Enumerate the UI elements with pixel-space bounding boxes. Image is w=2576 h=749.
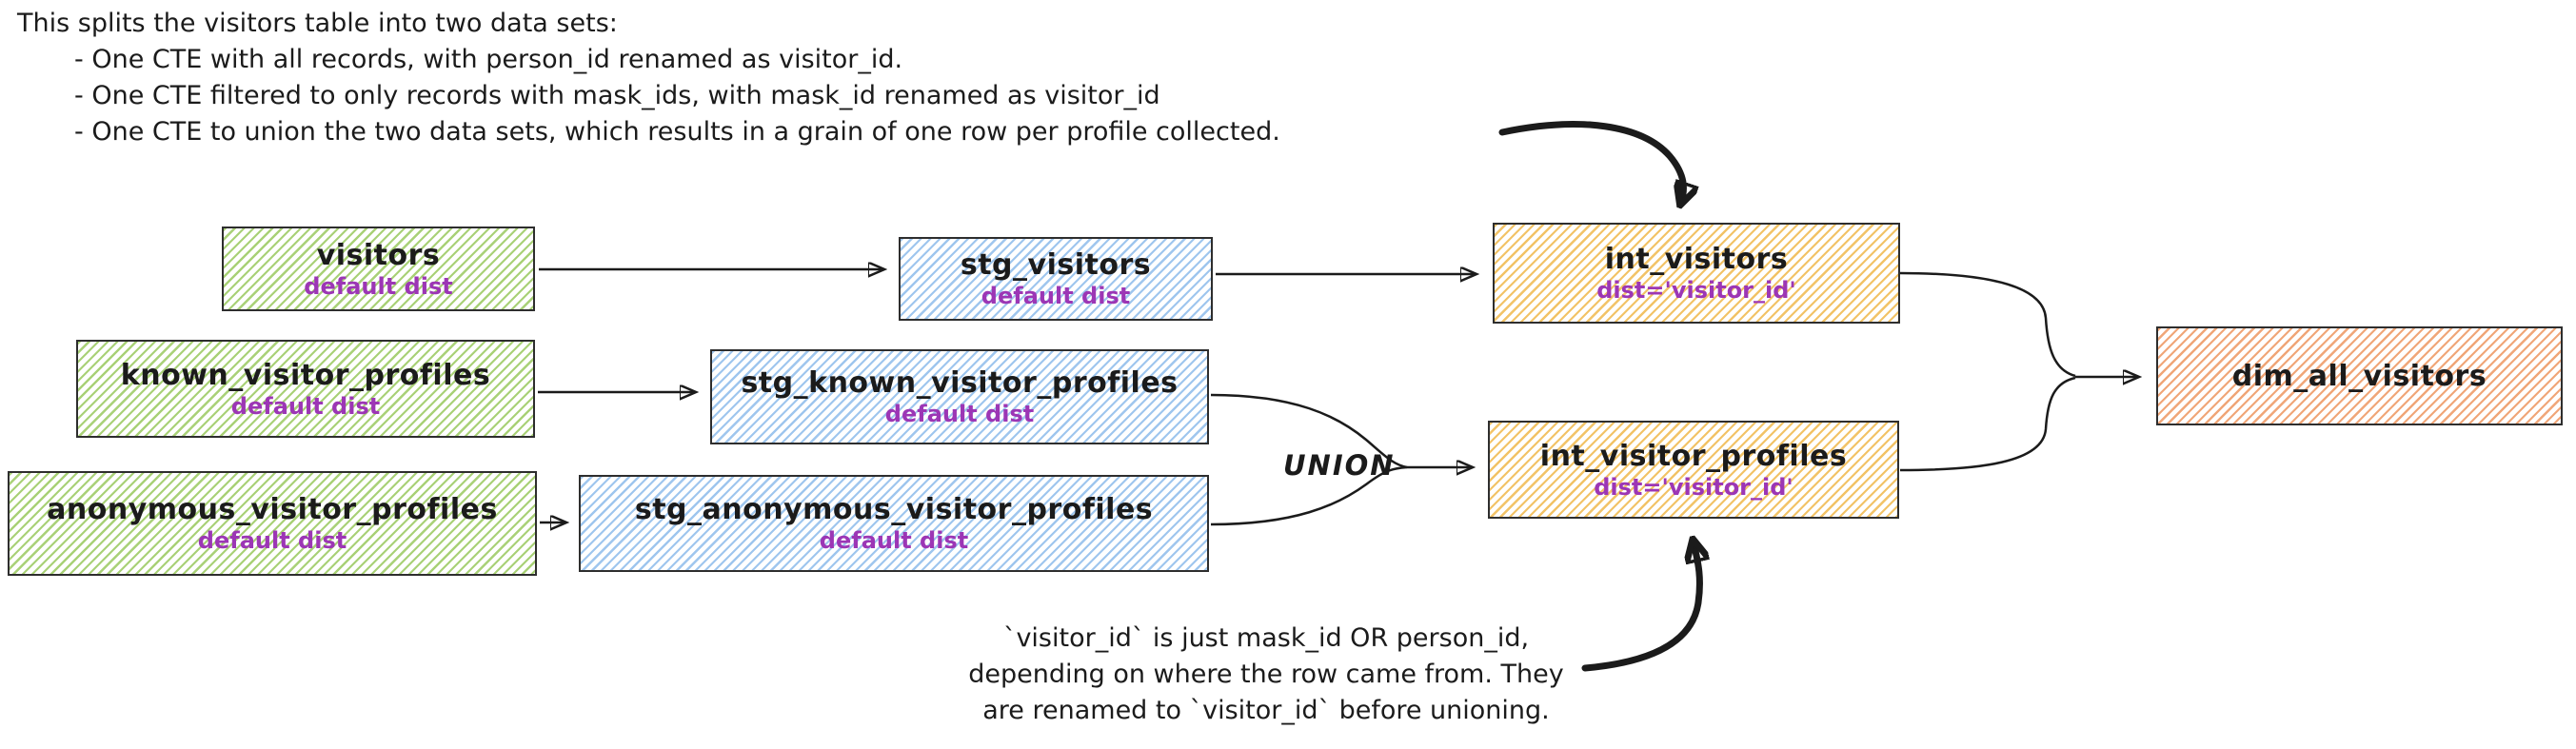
node-anonymous-visitor-profiles: anonymous_visitor_profiles default dist (8, 471, 537, 576)
curve-int-visitors-to-merge (1899, 271, 2076, 378)
top-annotation-bullet: - One CTE with all records, with person_… (74, 45, 903, 74)
node-dist-label: default dist (981, 283, 1131, 309)
node-dist-label: default dist (304, 272, 453, 300)
node-label: int_visitor_profiles (1539, 439, 1848, 473)
node-label: int_visitors (1604, 243, 1789, 276)
node-dist-label: default dist (819, 527, 969, 554)
bottom-annotation-line: depending on where the row came from. Th… (968, 660, 1564, 689)
top-annotation-bullet: - One CTE to union the two data sets, wh… (74, 117, 1280, 147)
node-label: visitors (316, 238, 441, 272)
node-known-visitor-profiles: known_visitor_profiles default dist (76, 340, 535, 438)
node-visitors: visitors default dist (222, 227, 535, 311)
node-label: known_visitor_profiles (120, 358, 491, 392)
top-annotation-bullet: - One CTE filtered to only records with … (74, 81, 1160, 110)
node-label: stg_anonymous_visitor_profiles (634, 493, 1154, 526)
bottom-annotation-line: `visitor_id` is just mask_id OR person_i… (1002, 623, 1530, 653)
top-annotation: This splits the visitors table into two … (17, 6, 1280, 150)
node-dist-label: dist='visitor_id' (1596, 277, 1796, 304)
node-dist-label: default dist (884, 401, 1035, 427)
node-int-visitors: int_visitors dist='visitor_id' (1493, 223, 1900, 324)
bottom-annotation-line: are renamed to `visitor_id` before union… (982, 696, 1550, 725)
curve-int-profiles-to-merge (1899, 376, 2076, 472)
annotation-arrow-bottom-to-int-profiles (1581, 542, 1699, 672)
node-int-visitor-profiles: int_visitor_profiles dist='visitor_id' (1488, 421, 1899, 519)
node-label: anonymous_visitor_profiles (47, 493, 498, 526)
top-annotation-line: This splits the visitors table into two … (17, 9, 618, 38)
node-label: dim_all_visitors (2231, 359, 2487, 393)
bottom-annotation: `visitor_id` is just mask_id OR person_i… (938, 621, 1595, 729)
node-label: stg_visitors (960, 248, 1152, 282)
node-stg-anonymous-visitor-profiles: stg_anonymous_visitor_profiles default d… (579, 475, 1209, 572)
annotation-arrow-top-to-int-visitors (1498, 121, 1683, 202)
node-stg-visitors: stg_visitors default dist (899, 237, 1213, 321)
node-dim-all-visitors: dim_all_visitors (2156, 326, 2563, 425)
union-label: UNION (1283, 449, 1396, 482)
node-dist-label: default dist (230, 392, 381, 420)
node-stg-known-visitor-profiles: stg_known_visitor_profiles default dist (710, 349, 1209, 444)
node-label: stg_known_visitor_profiles (741, 366, 1179, 400)
node-dist-label: dist='visitor_id' (1594, 473, 1793, 501)
node-dist-label: default dist (197, 527, 347, 554)
